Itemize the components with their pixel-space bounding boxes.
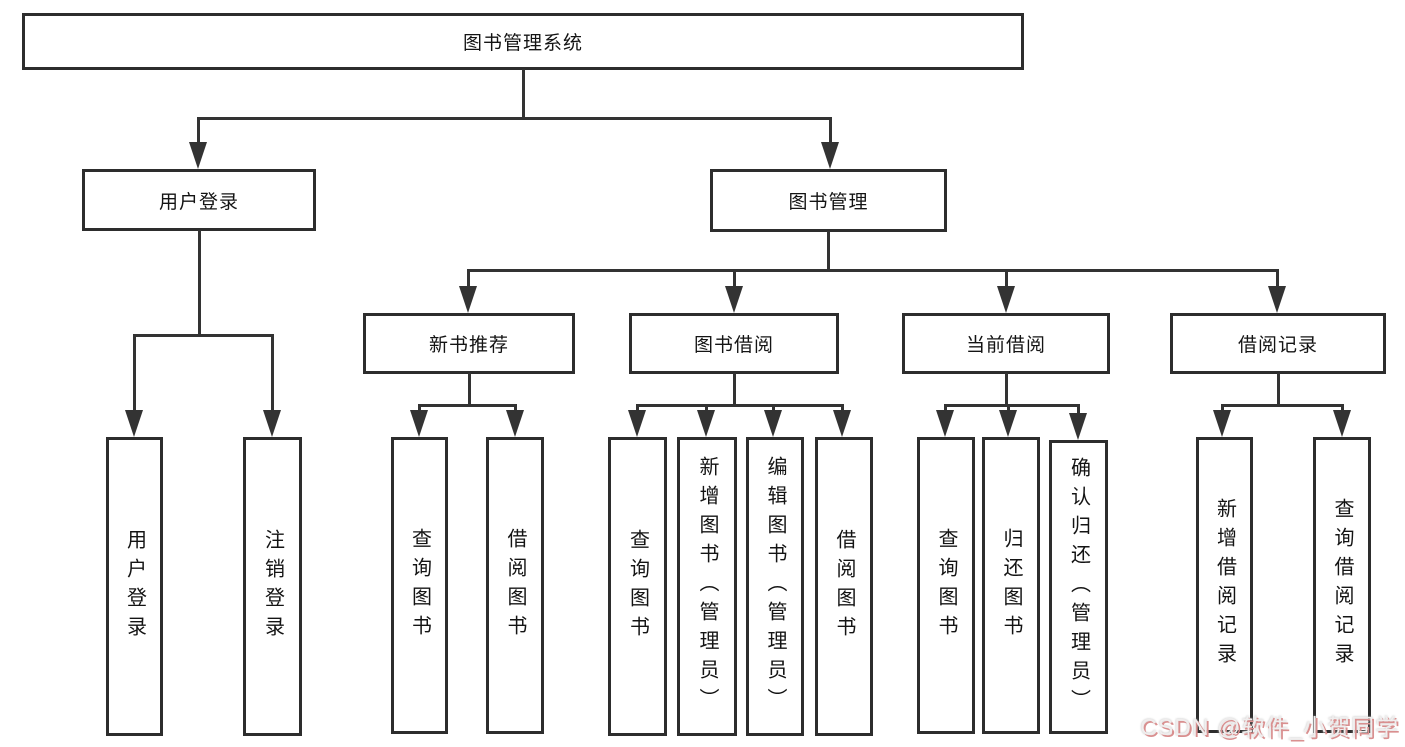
node-book-borrowing-label: 图书借阅 [693,335,774,356]
connector-hline [133,334,274,337]
leaf-borrowing-query-books: 查询图书 [608,437,667,736]
arrowhead-icon [936,410,954,437]
leaf-recommend-query-books: 查询图书 [391,437,448,734]
arrowhead-icon [997,286,1015,313]
connector-arrow-stem [1341,405,1344,413]
arrowhead-icon [833,410,851,437]
connector-vline [1277,373,1280,407]
connector-hline [1221,404,1344,407]
leaf-edit-books-admin-label: 编辑图书（管理员） [764,456,786,717]
leaf-add-books-admin-label: 新增图书（管理员） [696,456,718,717]
leaf-user-login-label: 用户登录 [123,528,146,645]
leaf-add-borrow-record: 新增借阅记录 [1196,437,1253,733]
arrowhead-icon [821,142,839,169]
leaf-return-books: 归还图书 [982,437,1040,734]
leaf-current-query-books: 查询图书 [917,437,975,734]
arrowhead-icon [725,286,743,313]
csdn-watermark: CSDN @软件_小贺同学 [1140,714,1399,740]
leaf-borrow-books: 借阅图书 [815,437,873,736]
leaf-add-borrow-record-label: 新增借阅记录 [1213,498,1236,672]
node-user-login: 用户登录 [82,169,316,231]
leaf-borrowing-query-books-label: 查询图书 [626,528,649,645]
leaf-user-login: 用户登录 [106,437,163,736]
node-new-book-recommend-label: 新书推荐 [428,335,509,356]
leaf-recommend-borrow-books-label: 借阅图书 [504,527,526,644]
leaf-query-borrow-record-label: 查询借阅记录 [1331,498,1353,672]
connector-arrow-stem [271,335,274,413]
connector-arrow-stem [514,405,517,413]
connector-vline [468,373,471,407]
leaf-confirm-return-admin: 确认归还（管理员） [1049,440,1108,734]
connector-vline [522,69,525,120]
connector-vline [827,231,830,272]
arrowhead-icon [125,410,143,437]
connector-arrow-stem [733,270,736,289]
node-borrowing-records: 借阅记录 [1170,313,1386,374]
connector-arrow-stem [1221,405,1224,413]
arrowhead-icon [506,410,524,437]
node-new-book-recommend: 新书推荐 [363,313,575,374]
leaf-recommend-query-books-label: 查询图书 [408,527,431,644]
connector-arrow-stem [636,405,639,413]
connector-hline [944,404,1080,407]
connector-arrow-stem [829,118,832,145]
arrowhead-icon [999,410,1017,437]
connector-arrow-stem [841,405,844,413]
connector-arrow-stem [705,405,708,413]
node-root: 图书管理系统 [22,13,1024,70]
connector-vline [198,230,201,337]
arrowhead-icon [1333,410,1351,437]
connector-arrow-stem [1077,405,1080,416]
node-user-login-label: 用户登录 [158,191,239,213]
arrowhead-icon [263,410,281,437]
node-book-management-label: 图书管理 [788,192,869,213]
node-current-borrowing-label: 当前借阅 [965,335,1046,356]
leaf-borrow-books-label: 借阅图书 [833,528,855,645]
connector-arrow-stem [772,405,775,413]
arrowhead-icon [1069,413,1087,440]
leaf-add-books-admin: 新增图书（管理员） [677,437,737,736]
leaf-current-query-books-label: 查询图书 [935,527,957,644]
connector-arrow-stem [1007,405,1010,413]
connector-hline [197,117,832,120]
leaf-recommend-borrow-books: 借阅图书 [486,437,544,734]
connector-arrow-stem [1005,270,1008,289]
connector-arrow-stem [467,270,470,289]
arrowhead-icon [410,410,428,437]
connector-arrow-stem [133,335,136,413]
leaf-logout-label: 注销登录 [261,528,284,645]
connector-arrow-stem [944,405,947,413]
arrowhead-icon [189,142,207,169]
arrowhead-icon [459,286,477,313]
arrowhead-icon [1213,410,1231,437]
connector-arrow-stem [1276,270,1279,289]
node-borrowing-records-label: 借阅记录 [1237,335,1318,356]
node-root-label: 图书管理系统 [462,33,583,54]
connector-vline [733,373,736,407]
arrowhead-icon [1268,286,1286,313]
node-book-management: 图书管理 [710,169,947,232]
connector-arrow-stem [197,118,200,145]
connector-vline [1005,373,1008,407]
connector-hline [467,269,1279,272]
arrowhead-icon [764,410,782,437]
leaf-confirm-return-admin-label: 确认归还（管理员） [1067,456,1090,718]
arrowhead-icon [628,410,646,437]
leaf-return-books-label: 归还图书 [1000,527,1022,644]
leaf-edit-books-admin: 编辑图书（管理员） [746,437,804,736]
node-current-borrowing: 当前借阅 [902,313,1110,374]
connector-hline [636,404,844,407]
leaf-logout: 注销登录 [243,437,302,736]
connector-hline [418,404,517,407]
leaf-query-borrow-record: 查询借阅记录 [1313,437,1371,733]
node-book-borrowing: 图书借阅 [629,313,839,374]
connector-arrow-stem [418,405,421,413]
arrowhead-icon [697,410,715,437]
